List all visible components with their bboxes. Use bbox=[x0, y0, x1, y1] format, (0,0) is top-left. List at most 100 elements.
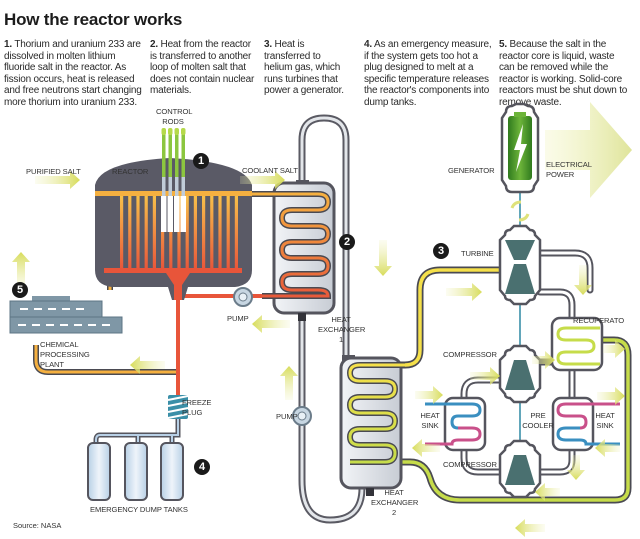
core-channel bbox=[185, 196, 189, 270]
arrow-left-icon bbox=[130, 356, 165, 374]
compressor-top-icon bbox=[498, 344, 542, 404]
label-compressor-top: Compressor bbox=[443, 350, 497, 359]
core-channel bbox=[161, 196, 165, 270]
page-title: How the reactor works bbox=[4, 10, 183, 29]
label-pump-1: Pump bbox=[227, 314, 249, 323]
heat-sink-left bbox=[425, 396, 487, 452]
core-channel bbox=[218, 196, 222, 270]
core-channel bbox=[234, 196, 238, 270]
dump-tank bbox=[160, 442, 184, 501]
arrow-right-icon bbox=[603, 340, 625, 358]
step-text: As an emergency measure, if the system g… bbox=[364, 39, 492, 108]
control-rod bbox=[161, 128, 167, 232]
label-turbine: Turbine bbox=[461, 249, 494, 258]
pump-2-icon bbox=[292, 406, 312, 426]
heat-exchanger-2 bbox=[339, 355, 405, 496]
core-channel bbox=[169, 196, 173, 270]
step-2: 2. Heat from the reactor is transferred … bbox=[150, 39, 256, 97]
arrow-down-icon bbox=[567, 455, 585, 480]
label-compressor-bottom: Compressor bbox=[443, 460, 497, 469]
arrow-down-icon bbox=[374, 240, 392, 276]
core-channel bbox=[128, 196, 132, 270]
arrow-left-icon bbox=[252, 315, 290, 333]
step-text: Heat is transferred to helium gas, which… bbox=[264, 39, 344, 97]
core-channel bbox=[202, 196, 206, 270]
core-channel bbox=[120, 196, 124, 270]
step-number: 4. bbox=[364, 39, 372, 50]
flow-arrows bbox=[12, 171, 625, 537]
recuperator bbox=[550, 316, 604, 372]
arrow-right-icon bbox=[240, 171, 285, 189]
step-text: Heat from the reactor is transferred to … bbox=[150, 39, 255, 97]
label-text: Control rods bbox=[156, 107, 193, 126]
label-chemical-plant: Chemical processing plant bbox=[40, 340, 90, 369]
reactor-vessel bbox=[95, 158, 252, 300]
arrow-left-icon bbox=[412, 439, 440, 457]
electrical-power-arrow bbox=[545, 102, 632, 198]
arrow-right-icon bbox=[532, 351, 555, 369]
source-credit: Source: NASA bbox=[13, 521, 62, 530]
step-number: 1. bbox=[4, 39, 12, 50]
step-badge-2: 2 bbox=[339, 234, 355, 250]
core-channel bbox=[136, 196, 140, 270]
arrow-right-icon bbox=[446, 283, 482, 301]
heat-sink-right bbox=[551, 396, 620, 452]
core-channel bbox=[210, 196, 214, 270]
arrow-left-icon bbox=[515, 519, 545, 537]
label-freeze-plug: Freeze plug bbox=[182, 398, 212, 417]
label-pre-cooler: Pre cooler bbox=[522, 411, 554, 430]
arrow-left-icon bbox=[535, 483, 560, 501]
control-rod bbox=[167, 128, 173, 232]
label-heat-sink-left: Heat sink bbox=[420, 411, 440, 430]
core-channel bbox=[193, 196, 197, 270]
step-badge-1: 1 bbox=[193, 153, 209, 169]
core-channel bbox=[152, 196, 156, 270]
label-recuperator: Recuperato bbox=[573, 316, 625, 325]
core-channel bbox=[177, 196, 181, 270]
arrow-right-icon bbox=[470, 367, 500, 385]
arrow-right-icon bbox=[35, 171, 80, 189]
coolant-loop-pipes bbox=[298, 114, 366, 524]
dump-tanks bbox=[87, 442, 184, 501]
freeze-plug-icon bbox=[167, 395, 189, 419]
generator-icon bbox=[500, 102, 540, 194]
step-number: 5. bbox=[499, 39, 507, 50]
arrow-down-icon bbox=[574, 265, 592, 295]
label-coolant-salt: Coolant salt bbox=[242, 166, 298, 175]
chemical-plant-icon bbox=[9, 296, 123, 334]
dump-tank bbox=[87, 442, 111, 501]
dump-tank-piping bbox=[93, 419, 181, 445]
brayton-ducts-inner bbox=[462, 251, 592, 474]
heat-exchanger-1 bbox=[260, 180, 336, 321]
label-pump-2: Pump bbox=[276, 412, 298, 421]
core-channels bbox=[120, 196, 238, 270]
label-generator: Generator bbox=[448, 166, 495, 175]
control-rods bbox=[161, 128, 186, 232]
step-5: 5. Because the salt in the reactor core … bbox=[499, 39, 629, 109]
label-control-rods: Control rods bbox=[156, 107, 193, 127]
arrow-right-icon bbox=[597, 387, 625, 405]
step-4: 4. As an emergency measure, if the syste… bbox=[364, 39, 494, 109]
core-channel bbox=[226, 196, 230, 270]
label-heat-exchanger-2: Heat exchanger 2 bbox=[371, 488, 419, 517]
arrow-left-icon bbox=[595, 439, 620, 457]
pump-1-icon bbox=[233, 287, 253, 307]
control-rod bbox=[174, 128, 180, 232]
helium-loop bbox=[374, 266, 632, 504]
step-badge-3: 3 bbox=[433, 243, 449, 259]
rotation-icon bbox=[510, 200, 530, 222]
label-electrical-power: Electrical power bbox=[546, 160, 592, 179]
arrow-right-icon bbox=[415, 386, 443, 404]
step-number: 2. bbox=[150, 39, 158, 50]
step-badge-5: 5 bbox=[12, 282, 28, 298]
step-text: Because the salt in the reactor core is … bbox=[499, 39, 628, 108]
compressor-bottom-icon bbox=[498, 439, 542, 499]
label-dump-tanks: Emergency dump tanks bbox=[90, 505, 188, 514]
label-heat-sink-right: Heat sink bbox=[595, 411, 615, 430]
dump-tank bbox=[124, 442, 148, 501]
step-number: 3. bbox=[264, 39, 272, 50]
control-rod bbox=[180, 128, 186, 232]
step-1: 1. Thorium and uranium 233 are dissolved… bbox=[4, 39, 146, 109]
label-reactor: Reactor bbox=[112, 167, 149, 176]
